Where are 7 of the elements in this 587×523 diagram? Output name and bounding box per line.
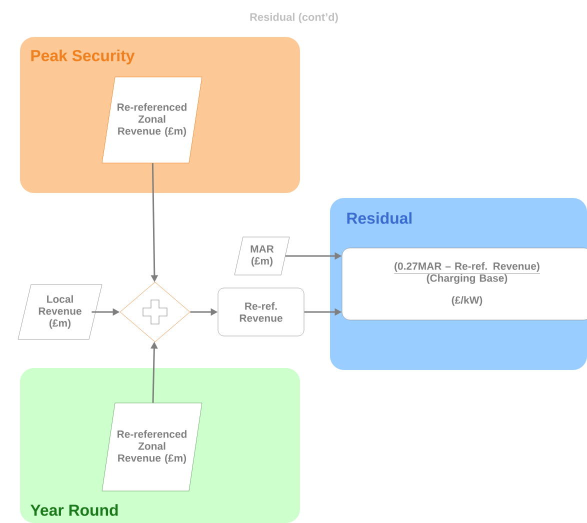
process-box: Re-ref. Revenue (218, 288, 304, 336)
diagram-title: Residual (cont’d) (250, 12, 338, 24)
input-parallelogram: Local Revenue (£m) (18, 284, 102, 340)
formula-box: (0.27MAR – Re-ref. Revenue) (Charging Base) (£/kW) (342, 248, 587, 320)
input-parallelogram: Re-referenced Zonal Revenue (£m) (102, 76, 202, 164)
input-parallelogram: MAR (£m) (234, 236, 290, 276)
input-parallelogram: Re-referenced Zonal Revenue (£m) (102, 402, 202, 492)
